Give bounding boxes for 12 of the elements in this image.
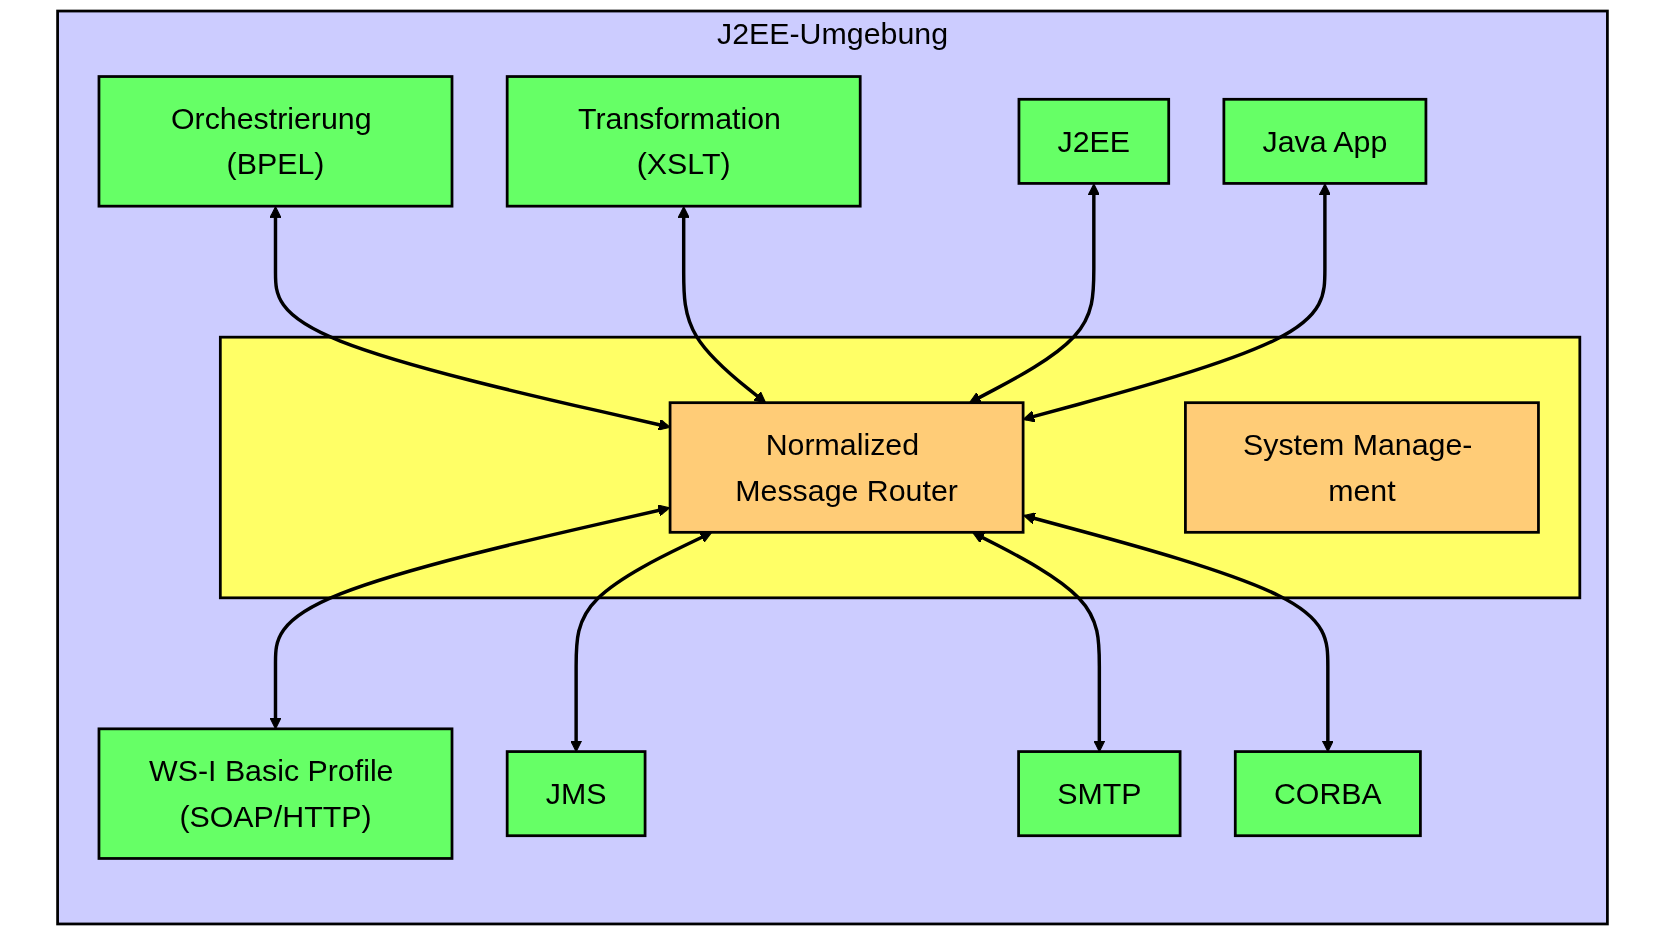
node-box: WS-I Basic Profile (SOAP/HTTP) bbox=[97, 727, 454, 860]
node-box: System Manage- ment bbox=[1184, 401, 1540, 534]
node-box: Orchestrierung (BPEL) bbox=[97, 75, 454, 208]
node-box: Transformation (XSLT) bbox=[505, 75, 862, 208]
node-box: SMTP bbox=[1017, 750, 1182, 838]
node-box: Java App bbox=[1222, 97, 1428, 185]
arrow bbox=[269, 206, 671, 431]
node-box: Normalized Message Router bbox=[668, 401, 1025, 534]
node-box: CORBA bbox=[1233, 750, 1422, 838]
cluster bbox=[218, 335, 1582, 600]
node-box: J2EE bbox=[1017, 97, 1171, 185]
node-box: JMS bbox=[505, 750, 647, 838]
